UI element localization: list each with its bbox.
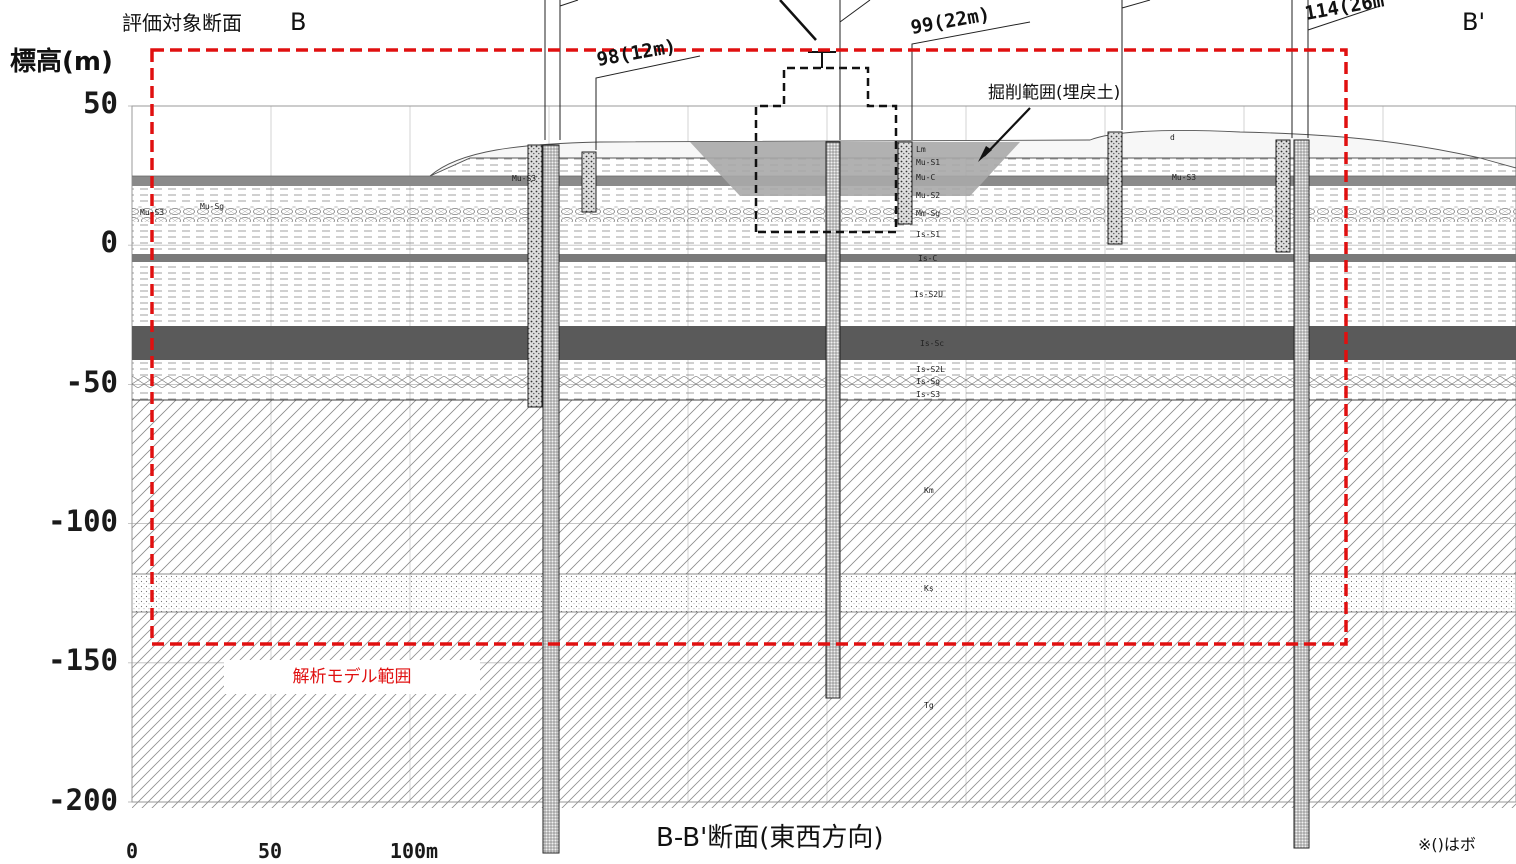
layer-labels: Lm Mu-S1 Mu-C Mu-S2 Mm-Sg Is-S1 Is-C Is-… <box>140 133 1196 710</box>
side-layer-label: Mu-Sg <box>200 202 224 211</box>
borehole-right-a <box>1107 131 1123 245</box>
layer-label: Mm-Sg <box>916 209 940 218</box>
layer-label: Mu-S2 <box>916 191 940 200</box>
borehole-mid <box>897 141 913 225</box>
layer-km <box>132 400 1516 574</box>
layer-label: Km <box>924 486 934 495</box>
layer-label: Mu-S1 <box>916 158 940 167</box>
borehole-label-98: 98(12m) <box>595 35 678 71</box>
y-tick-label-minus50: -50 <box>66 365 118 399</box>
excavation-pointer-arrow <box>779 0 817 41</box>
footnote: ※()はボ <box>1418 835 1476 854</box>
layer-label: Ks <box>924 584 934 593</box>
scale-label-0: 0 <box>126 839 138 863</box>
borehole-label-99: 99(22m) <box>909 3 992 39</box>
y-tick-label-minus100: -100 <box>48 504 118 538</box>
borehole-leaders <box>544 0 1381 150</box>
model-range-label: 解析モデル範囲 <box>293 666 412 687</box>
layer-ks <box>132 574 1516 612</box>
side-layer-label: Mu-S3 <box>1172 173 1196 182</box>
layer-label: Is-Sg <box>916 377 940 386</box>
y-tick-label-0: 0 <box>101 225 118 259</box>
y-axis-title: 標高(m) <box>10 46 113 77</box>
layer-label: Is-C <box>918 254 937 263</box>
model-range-box <box>150 48 1348 646</box>
layer-is-s2u <box>132 262 1516 326</box>
borehole-114 <box>1293 139 1310 849</box>
layer-label: Is-S1 <box>916 230 940 239</box>
borehole-right-b <box>1275 139 1291 253</box>
section-title: 評価対象断面 <box>122 11 242 35</box>
borehole-99 <box>825 141 841 699</box>
borehole-label-114: 114(26m <box>1303 0 1386 25</box>
excavation-label: 掘削範囲(埋戻土) <box>988 83 1120 103</box>
layer-is-sc <box>132 326 1516 360</box>
layer-label: Mu-C <box>916 173 935 182</box>
y-tick-label-minus200: -200 <box>48 783 118 817</box>
layer-is-s2l <box>132 360 1516 376</box>
scale-label-50: 50 <box>258 839 282 863</box>
layer-label: Is-S2U <box>914 290 943 299</box>
layer-label: Tg <box>924 701 934 710</box>
layer-mm-sg <box>132 206 1516 222</box>
section-caption: B-B'断面(東西方向) <box>656 823 884 853</box>
excavation-fill <box>690 142 1020 196</box>
layer-is-c <box>132 254 1516 262</box>
borehole-left <box>527 144 543 408</box>
excavation-outline <box>754 66 898 234</box>
y-tick-label-50: 50 <box>83 86 118 120</box>
layer-label: Is-S3 <box>916 390 940 399</box>
y-tick-label-minus150: -150 <box>48 643 118 677</box>
side-layer-label: Mu-S3 <box>512 174 536 183</box>
borehole-98 <box>581 151 597 213</box>
scale-label-100: 100m <box>390 839 438 863</box>
endpoint-left: B <box>290 8 306 36</box>
surface-label: d <box>1170 133 1175 142</box>
borehole-left-deep <box>542 144 560 854</box>
layer-label: Is-S2L <box>916 365 945 374</box>
boreholes <box>527 131 1310 854</box>
layer-is-sg <box>132 376 1516 388</box>
endpoint-right: B' <box>1462 8 1485 36</box>
side-layer-label: Mu-S3 <box>140 208 164 217</box>
layer-label: Is-Sc <box>920 339 944 348</box>
layer-label: Lm <box>916 145 926 154</box>
layer-is-s3 <box>132 388 1516 400</box>
